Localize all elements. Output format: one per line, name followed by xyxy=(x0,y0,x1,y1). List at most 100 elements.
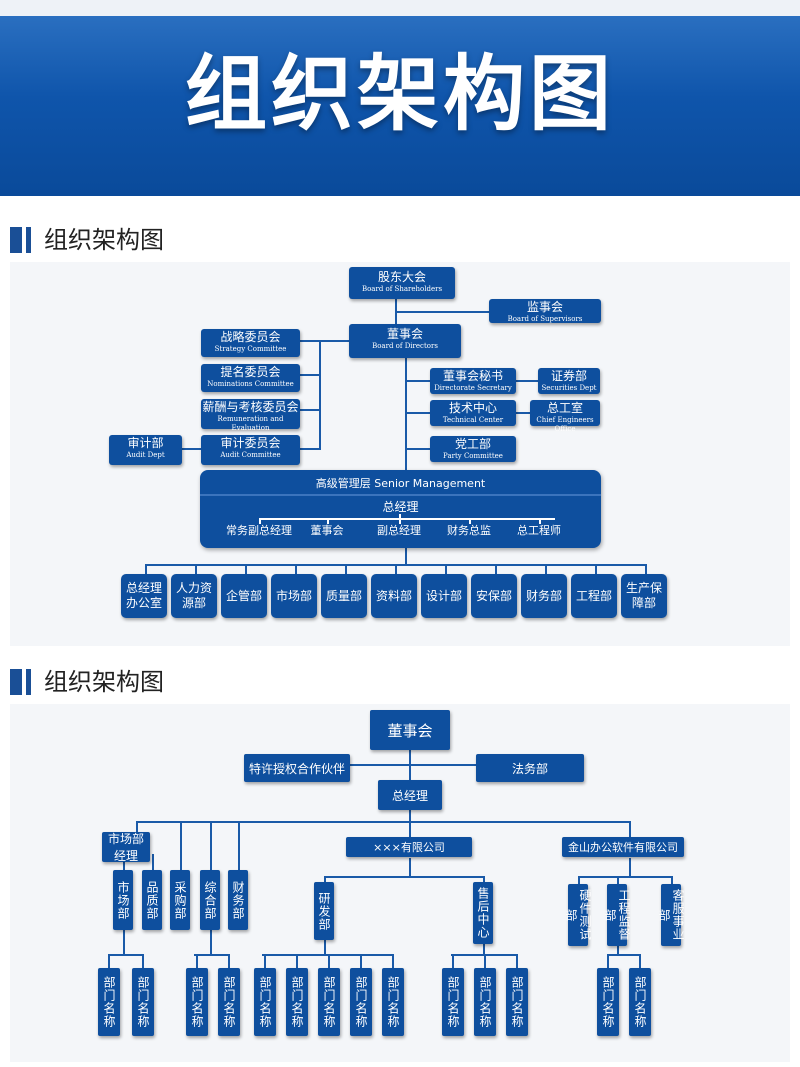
dept-name-box: 部门名称 xyxy=(286,968,308,1036)
connector xyxy=(152,854,154,871)
dept-name-box: 部门名称 xyxy=(218,968,240,1036)
tech-center-en: Technical Center xyxy=(442,416,504,424)
department-box: 市场部 xyxy=(271,574,317,618)
securities-label: 证券部 xyxy=(550,369,587,383)
company-ks-box: 金山办公软件有限公司 xyxy=(562,837,684,857)
directors-en: Board of Directors xyxy=(372,342,438,350)
connector xyxy=(327,518,329,524)
department-box: 企管部 xyxy=(221,574,267,618)
connector xyxy=(539,518,541,524)
nominations-en: Nominations Committee xyxy=(207,380,294,388)
section2-chart: 董事会 特许授权合作伙伴 法务部 总经理 市场部经理 ×××有限公司 金山办公软… xyxy=(10,704,790,1062)
secretary-box: 董事会秘书 Directorate Secretary xyxy=(430,368,516,394)
connector xyxy=(196,954,198,968)
connector xyxy=(405,380,430,382)
connector xyxy=(409,810,411,822)
connector xyxy=(392,954,394,968)
connector xyxy=(300,409,321,411)
strategy-box: 战略委员会 Strategy Committee xyxy=(201,329,300,357)
remuneration-en: Remuneration and Evaluation xyxy=(217,415,284,432)
senior-role-label: 常务副总经理 xyxy=(226,524,292,537)
connector xyxy=(228,954,230,968)
section2-marker xyxy=(10,669,22,695)
shareholders-label: 股东大会 xyxy=(377,270,426,284)
connector xyxy=(445,564,447,574)
securities-box: 证券部 Securities Dept xyxy=(538,368,600,394)
tech-center-label: 技术中心 xyxy=(448,401,497,415)
audit-dept-label: 审计部 xyxy=(127,436,164,450)
connector xyxy=(262,954,392,956)
connector xyxy=(319,340,349,342)
connector xyxy=(516,412,538,414)
connector xyxy=(395,311,489,313)
connector xyxy=(108,954,142,956)
dept-name-box: 部门名称 xyxy=(506,968,528,1036)
connector xyxy=(350,764,476,766)
connector xyxy=(324,876,326,884)
connector xyxy=(300,340,321,342)
department-box: 人力资源部 xyxy=(171,574,217,618)
department-box: 客服事业部 xyxy=(657,884,685,946)
dept-name-box: 部门名称 xyxy=(318,968,340,1036)
section1-header: 组织架构图 xyxy=(10,220,790,264)
connector xyxy=(495,564,497,574)
gm-label: 总经理 xyxy=(382,500,419,514)
chief-engineer-label: 总工室 xyxy=(546,401,583,415)
dept-name-box: 部门名称 xyxy=(474,968,496,1036)
secretary-label: 董事会秘书 xyxy=(442,369,503,383)
connector xyxy=(399,518,401,524)
dept-name-box: 部门名称 xyxy=(629,968,651,1036)
connector xyxy=(395,298,397,328)
dept-name-box: 部门名称 xyxy=(186,968,208,1036)
dept-name-box: 部门名称 xyxy=(98,968,120,1036)
section2-title: 组织架构图 xyxy=(44,668,164,696)
department-box: 综合部 xyxy=(200,870,220,930)
party-box: 党工部 Party Committee xyxy=(430,436,516,462)
connector xyxy=(108,954,110,968)
connector xyxy=(145,564,147,574)
connector xyxy=(259,518,555,520)
chief-engineer-en: Chief Engineers Office xyxy=(536,416,594,433)
department-box: 工程监督部 xyxy=(603,884,631,946)
senior-management-title: 高级管理层 Senior Management xyxy=(315,477,486,490)
department-box: 采购部 xyxy=(170,870,190,930)
connector xyxy=(578,876,673,878)
connector xyxy=(123,854,125,871)
senior-role-label: 副总经理 xyxy=(377,524,421,537)
senior-role-label: 董事会 xyxy=(310,524,344,537)
department-box: 工程部 xyxy=(571,574,617,618)
shareholders-en: Board of Shareholders xyxy=(361,285,443,293)
connector xyxy=(360,954,362,968)
connector xyxy=(578,876,580,886)
connector xyxy=(409,858,411,878)
connector xyxy=(180,821,182,871)
dept-name-box: 部门名称 xyxy=(350,968,372,1036)
dept-name-box: 部门名称 xyxy=(382,968,404,1036)
remuneration-box: 薪酬与考核委员会 Remuneration and Evaluation xyxy=(201,399,300,432)
department-box: 品质部 xyxy=(142,870,162,930)
after-sales-box: 售后中心 xyxy=(473,882,493,944)
party-en: Party Committee xyxy=(443,452,503,460)
connector xyxy=(629,858,631,878)
connector xyxy=(136,821,182,823)
connector xyxy=(483,876,485,884)
connector xyxy=(194,954,228,956)
company-x-box: ×××有限公司 xyxy=(346,837,472,857)
department-box: 财务部 xyxy=(228,870,248,930)
connector xyxy=(238,821,240,871)
connector xyxy=(259,518,261,524)
department-box: 财务部 xyxy=(521,574,567,618)
connector xyxy=(617,946,619,956)
connector xyxy=(136,821,138,833)
franchise-box: 特许授权合作伙伴 xyxy=(244,754,350,782)
title-banner: 组织架构图 xyxy=(0,16,800,196)
connector xyxy=(405,548,407,566)
connector xyxy=(516,954,518,968)
section1-marker xyxy=(10,227,22,253)
connector xyxy=(210,930,212,956)
connector xyxy=(545,564,547,574)
connector xyxy=(319,340,321,450)
legal-box: 法务部 xyxy=(476,754,584,782)
connector xyxy=(671,876,673,886)
nominations-label: 提名委员会 xyxy=(220,365,281,379)
